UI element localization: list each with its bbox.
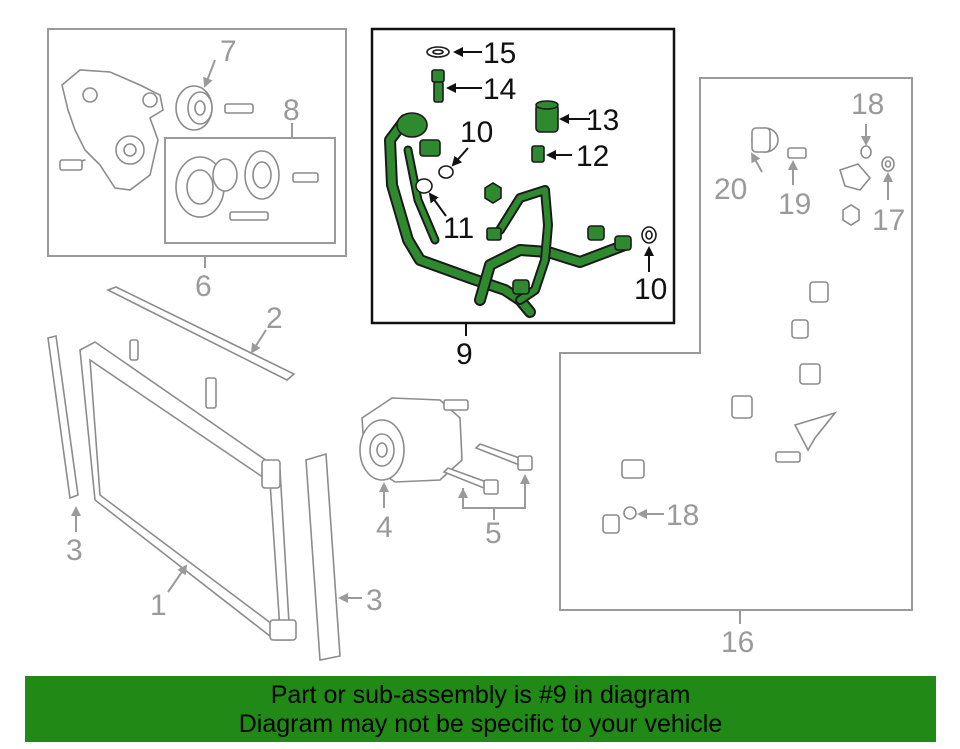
callout-3-right: 3	[366, 584, 383, 617]
banner-line-2: Diagram may not be specific to your vehi…	[238, 710, 723, 738]
seal-2-drawing	[106, 286, 296, 381]
callout-8: 8	[283, 94, 300, 127]
condenser-1-drawing	[79, 339, 297, 641]
callout-11: 11	[443, 212, 474, 245]
leaders-box-9	[428, 47, 654, 272]
seal-3-right-drawing	[305, 452, 362, 661]
callout-3-left: 3	[66, 534, 83, 567]
callout-13: 13	[586, 104, 619, 137]
callout-14: 14	[483, 73, 516, 106]
bolts-5-drawing	[442, 443, 533, 520]
liquid-line-16-drawing	[575, 127, 895, 593]
callout-1: 1	[150, 589, 167, 622]
group-box-8	[164, 137, 336, 244]
callout-15: 15	[483, 37, 516, 70]
leaders-box-16	[637, 124, 893, 519]
callout-6: 6	[195, 270, 212, 303]
mounting-bracket-drawing	[59, 69, 164, 191]
callout-20: 20	[714, 173, 747, 206]
callout-2: 2	[266, 302, 283, 335]
callout-16: 16	[721, 626, 754, 659]
callout-labels: 1 2 3 3 4 5 6 7 8 9 10 10 11 12 13 14 15…	[66, 35, 905, 659]
pulley-7-drawing	[175, 59, 254, 131]
callout-10-upper: 10	[460, 116, 493, 149]
callout-18-lower: 18	[666, 499, 699, 532]
callout-17: 17	[872, 204, 905, 237]
belt-tensioner-drawing	[175, 150, 319, 221]
callout-10-lower: 10	[634, 273, 667, 306]
callout-12: 12	[576, 140, 609, 173]
notice-banner: Part or sub-assembly is #9 in diagram Di…	[25, 676, 936, 742]
group-box-9	[370, 27, 676, 336]
ac-hose-assembly-9-drawing	[384, 46, 657, 318]
group-box-16	[559, 77, 913, 624]
banner-line-1: Part or sub-assembly is #9 in diagram	[270, 681, 691, 709]
callout-19: 19	[778, 188, 811, 221]
seal-3-left-drawing	[47, 335, 81, 532]
callout-9: 9	[456, 338, 473, 371]
group-box-6	[47, 28, 347, 268]
callout-18-upper: 18	[851, 88, 884, 121]
callout-4: 4	[376, 511, 393, 544]
callout-5: 5	[485, 517, 502, 550]
compressor-4-drawing	[359, 397, 469, 508]
callout-7: 7	[220, 35, 237, 68]
